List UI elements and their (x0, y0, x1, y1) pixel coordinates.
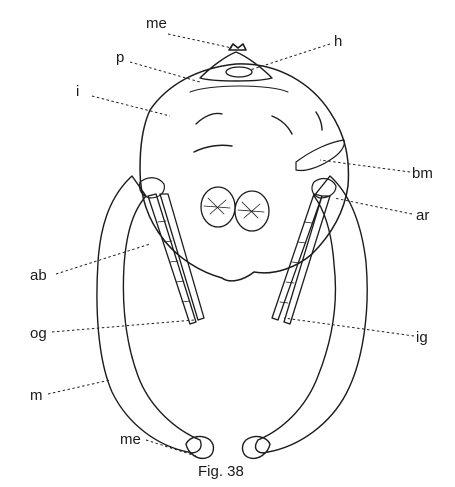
mantle-edge-top (229, 44, 246, 50)
gonad-right-texture (238, 202, 264, 218)
label-p: p (116, 49, 124, 66)
gill-lamellae-left (158, 221, 190, 302)
internal-mark-1 (196, 113, 222, 124)
hinge-ring (226, 67, 252, 77)
leader-ig (284, 318, 414, 336)
label-ar: ar (416, 207, 429, 224)
mantle-left (97, 176, 201, 453)
gill-lamellae-right (280, 222, 312, 303)
gonad-left-texture (204, 198, 230, 214)
label-m: m (30, 387, 43, 404)
leader-lines (48, 34, 414, 456)
label-og: og (30, 325, 47, 342)
label-bm: bm (412, 165, 433, 182)
leader-bm (320, 160, 410, 172)
leader-p (130, 62, 200, 82)
internal-mark-4 (316, 112, 322, 130)
leader-m (48, 380, 110, 394)
label-me-bottom: me (120, 431, 141, 448)
leader-ab (56, 244, 150, 274)
figure-caption: Fig. 38 (198, 463, 244, 480)
leader-og (52, 320, 194, 332)
label-me-top: me (146, 15, 167, 32)
mantle-right (256, 176, 368, 453)
outer-gill-left (148, 194, 196, 324)
body-muscle (296, 140, 344, 171)
leader-me-bottom (146, 440, 196, 456)
internal-mark-2 (194, 145, 232, 152)
label-ig: ig (416, 329, 428, 346)
internal-mark-3 (272, 116, 292, 134)
visceral-mass (140, 64, 348, 281)
label-h: h (334, 33, 342, 50)
leader-h (250, 44, 330, 70)
label-ab: ab (30, 267, 47, 284)
label-i: i (76, 83, 79, 100)
periostracum-line (190, 86, 288, 92)
leader-me-top (168, 34, 232, 48)
